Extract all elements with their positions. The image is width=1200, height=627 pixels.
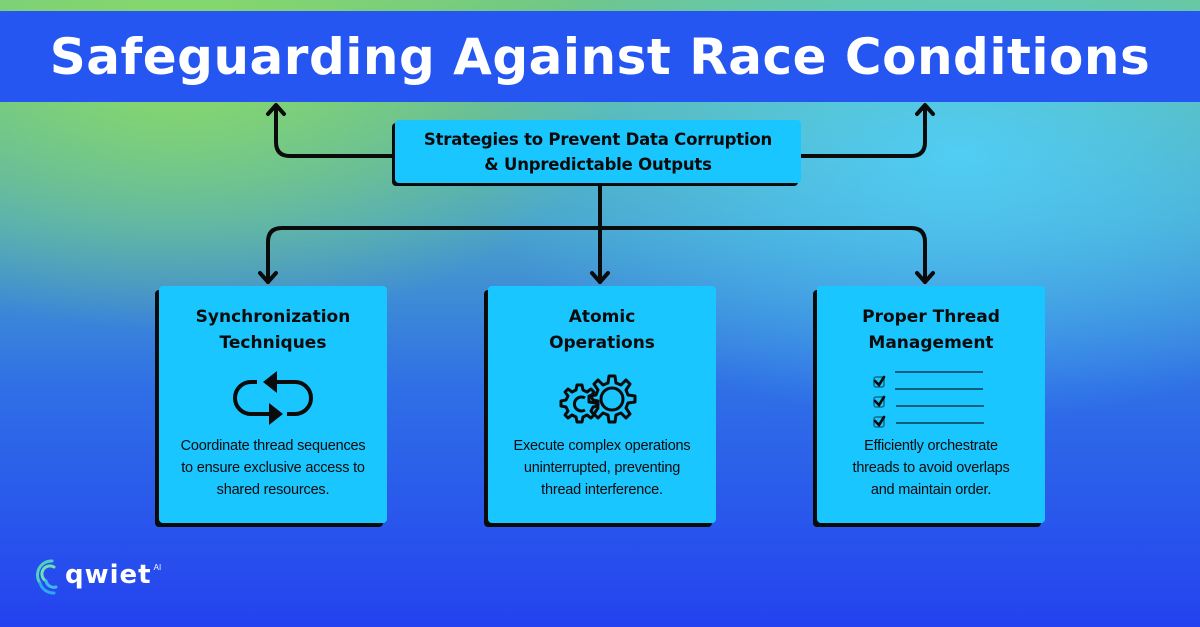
brand-logo: qwiet AI [32, 555, 161, 595]
card-synchronization: Synchronization Techniques Coordinate th… [159, 286, 387, 523]
root-line-2: & Unpredictable Outputs [484, 154, 712, 174]
card-atomic-operations: Atomic Operations Execute complex operat… [488, 286, 716, 523]
brand-suffix: AI [153, 563, 162, 572]
arrow-up-left [274, 104, 397, 158]
card-description: Efficiently orchestrate threads to avoid… [852, 438, 1010, 498]
card-description: Execute complex operations uninterrupted… [513, 438, 691, 498]
card-description: Coordinate thread sequences to ensure ex… [180, 438, 366, 498]
gears-icon [559, 374, 637, 423]
nautilus-logo-icon [36, 559, 58, 595]
arrow-up-right [799, 104, 927, 158]
brand-name: qwiet [65, 560, 152, 590]
root-line-1: Strategies to Prevent Data Corruption [423, 129, 773, 149]
sync-arrows-icon [233, 370, 313, 425]
root-node: Strategies to Prevent Data Corruption & … [395, 120, 801, 183]
card-thread-management: Proper Thread Management Efficiently orc… [817, 286, 1045, 523]
card-title: Atomic Operations [549, 307, 655, 353]
card-title: Synchronization Techniques [195, 307, 351, 353]
page-title: Safeguarding Against Race Conditions [49, 27, 1151, 86]
title-bar: Safeguarding Against Race Conditions [0, 11, 1200, 102]
card-title: Proper Thread Management [862, 307, 1000, 353]
branch-line [266, 226, 927, 284]
checklist-icon [873, 370, 984, 428]
